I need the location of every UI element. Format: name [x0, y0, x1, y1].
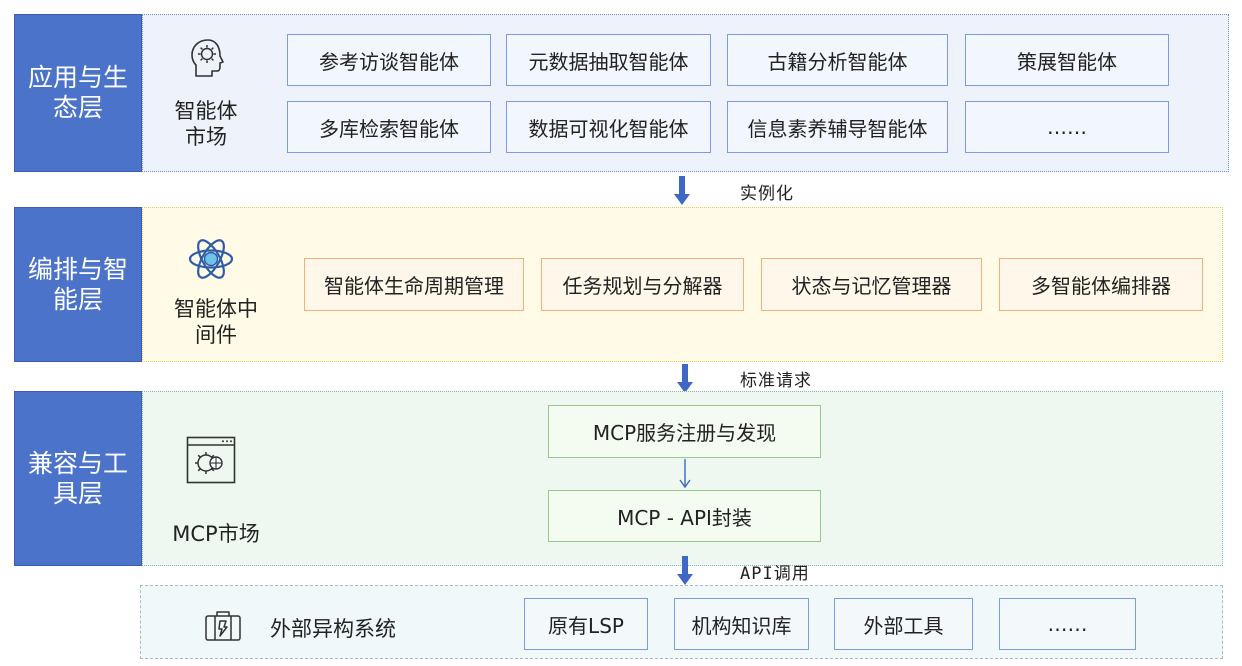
- tools-icon: [205, 611, 241, 641]
- connector-instantiate-label: 实例化: [740, 184, 794, 204]
- external-systems-label: 外部异构系统: [270, 617, 396, 641]
- arrow-api-call: [677, 556, 693, 585]
- mcp-market-label: MCP市场: [172, 522, 260, 546]
- box-multi-library-search-agent[interactable]: 多库检索智能体: [287, 101, 491, 153]
- box-legacy-lsp[interactable]: 原有LSP: [524, 598, 648, 650]
- box-reference-interview-agent[interactable]: 参考访谈智能体: [287, 34, 491, 86]
- gear-head-icon: [191, 39, 224, 77]
- box-multi-agent-orchestrator[interactable]: 多智能体编排器: [999, 258, 1203, 311]
- box-institutional-repository[interactable]: 机构知识库: [674, 598, 809, 650]
- box-task-planner[interactable]: 任务规划与分解器: [541, 258, 744, 311]
- connector-standard-request-label: 标准请求: [740, 371, 812, 391]
- box-external-tools[interactable]: 外部工具: [834, 598, 973, 650]
- box-state-memory-manager[interactable]: 状态与记忆管理器: [761, 258, 982, 311]
- box-mcp-api-wrapper[interactable]: MCP - API封装: [548, 490, 821, 542]
- box-data-visualization-agent[interactable]: 数据可视化智能体: [506, 101, 711, 153]
- arrow-instantiate: [674, 176, 690, 205]
- compat-layer-label: 兼容与工具层: [14, 391, 142, 566]
- box-ancient-book-agent[interactable]: 古籍分析智能体: [727, 34, 948, 86]
- orchestration-layer-label: 编排与智能层: [14, 207, 142, 362]
- box-app-more[interactable]: ……: [965, 101, 1169, 153]
- browser-gear-icon: [186, 436, 236, 484]
- agent-middleware-label: 智能体中间件: [174, 297, 258, 347]
- box-info-literacy-agent[interactable]: 信息素养辅导智能体: [727, 101, 948, 153]
- box-mcp-registry[interactable]: MCP服务注册与发现: [548, 405, 821, 458]
- box-metadata-extraction-agent[interactable]: 元数据抽取智能体: [506, 34, 711, 86]
- arrow-registry-to-api: [679, 459, 691, 489]
- box-agent-lifecycle[interactable]: 智能体生命周期管理: [304, 258, 524, 311]
- agent-market-label: 智能体市场: [174, 99, 238, 149]
- box-external-more[interactable]: ……: [999, 598, 1136, 650]
- app-layer-label: 应用与生态层: [14, 14, 142, 172]
- atom-icon: [188, 239, 234, 279]
- arrow-standard-request: [677, 364, 693, 393]
- box-curation-agent[interactable]: 策展智能体: [965, 34, 1169, 86]
- connector-api-call-label: API调用: [740, 564, 810, 584]
